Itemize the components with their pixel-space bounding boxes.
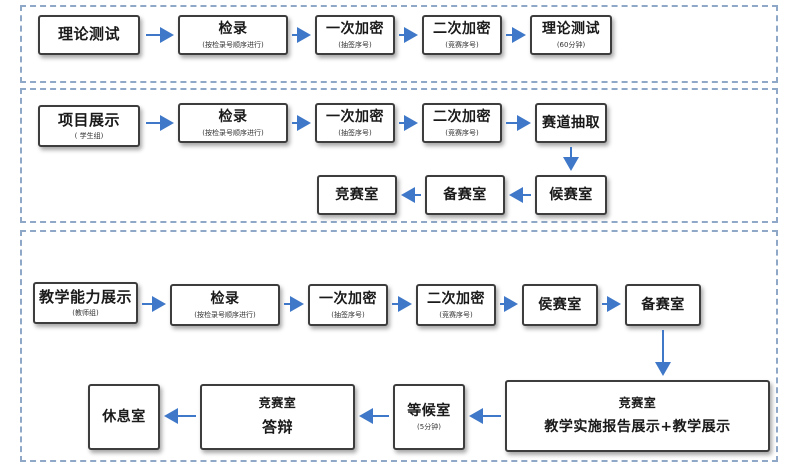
node-subtitle: (教师组) [72,309,99,318]
node-title: 候赛室 [549,186,593,203]
node-subtitle: ( 学生组) [74,132,104,141]
node-title: 二次加密 [433,109,491,126]
node-subtitle: (竞赛序号) [445,40,479,49]
node-title: 一次加密 [326,21,384,38]
node-second-encryption-1: 二次加密 (竞赛序号) [422,15,502,55]
node-title: 竞赛室 [258,396,297,411]
section-project-showcase [20,88,778,223]
node-first-encryption-3: 一次加密 (抽签序号) [308,284,388,326]
node-second-encryption-2: 二次加密 (竞赛序号) [422,103,502,143]
node-waiting-area-5min: 等候室 (5分钟) [393,384,465,450]
node-theory-test-60min: 理论测试 (60分钟) [530,15,612,55]
node-waiting-room-2: 候赛室 [535,175,607,215]
node-title: 休息室 [102,408,146,425]
node-first-encryption-1: 一次加密 (抽签序号) [315,15,395,55]
node-title: 二次加密 [427,291,485,308]
node-title: 竞赛室 [618,396,657,411]
node-prep-room-2: 备赛室 [425,175,505,215]
node-subtitle: (竞赛序号) [439,310,473,319]
node-competition-room-3: 竞赛室 教学实施报告展示+教学展示 [505,380,770,452]
node-title: 二次加密 [433,21,491,38]
node-line2: 教学实施报告展示+教学展示 [544,418,731,435]
node-rest-room: 休息室 [88,384,160,450]
node-title: 一次加密 [326,109,384,126]
node-theory-test-start: 理论测试 [38,15,140,55]
node-defense-room: 竞赛室 答辩 [200,384,355,450]
node-title: 备赛室 [641,296,685,313]
node-waiting-room-3: 侯赛室 [522,284,598,326]
node-subtitle: (抽签序号) [338,40,372,49]
node-checkin-1: 检录 (按检录号顺序进行) [178,15,288,55]
node-title: 检录 [210,291,240,308]
node-title: 侯赛室 [538,296,582,313]
node-title: 项目展示 [57,110,120,129]
node-title: 理论测试 [57,25,120,44]
node-subtitle: (按检录号顺序进行) [194,310,256,319]
node-checkin-2: 检录 (按检录号顺序进行) [178,103,288,143]
section-teaching-showcase [20,230,778,462]
node-title: 等候室 [407,403,451,420]
node-title: 竞赛室 [335,186,379,203]
node-title: 检录 [218,21,248,38]
node-title: 赛道抽取 [542,114,600,131]
node-subtitle: (60分钟) [556,40,586,49]
node-checkin-3: 检录 (按检录号顺序进行) [170,284,280,326]
node-prep-room-3: 备赛室 [625,284,701,326]
node-teaching-showcase-start: 教学能力展示 (教师组) [33,282,138,324]
node-title: 备赛室 [443,186,487,203]
node-title: 一次加密 [319,291,377,308]
node-track-draw: 赛道抽取 [535,103,607,143]
node-subtitle: (按检录号顺序进行) [202,128,264,137]
node-line2: 答辩 [261,418,293,437]
node-project-showcase-start: 项目展示 ( 学生组) [38,105,140,147]
section-theory-test [20,5,778,83]
node-subtitle: (5分钟) [417,422,441,431]
node-subtitle: (按检录号顺序进行) [202,40,264,49]
node-subtitle: (抽签序号) [338,128,372,137]
node-subtitle: (竞赛序号) [445,128,479,137]
node-competition-room-2: 竞赛室 [317,175,397,215]
node-subtitle: (抽签序号) [331,310,365,319]
node-second-encryption-3: 二次加密 (竞赛序号) [416,284,496,326]
node-title: 理论测试 [542,21,600,38]
node-title: 检录 [218,109,248,126]
node-first-encryption-2: 一次加密 (抽签序号) [315,103,395,143]
node-title: 教学能力展示 [38,287,132,306]
